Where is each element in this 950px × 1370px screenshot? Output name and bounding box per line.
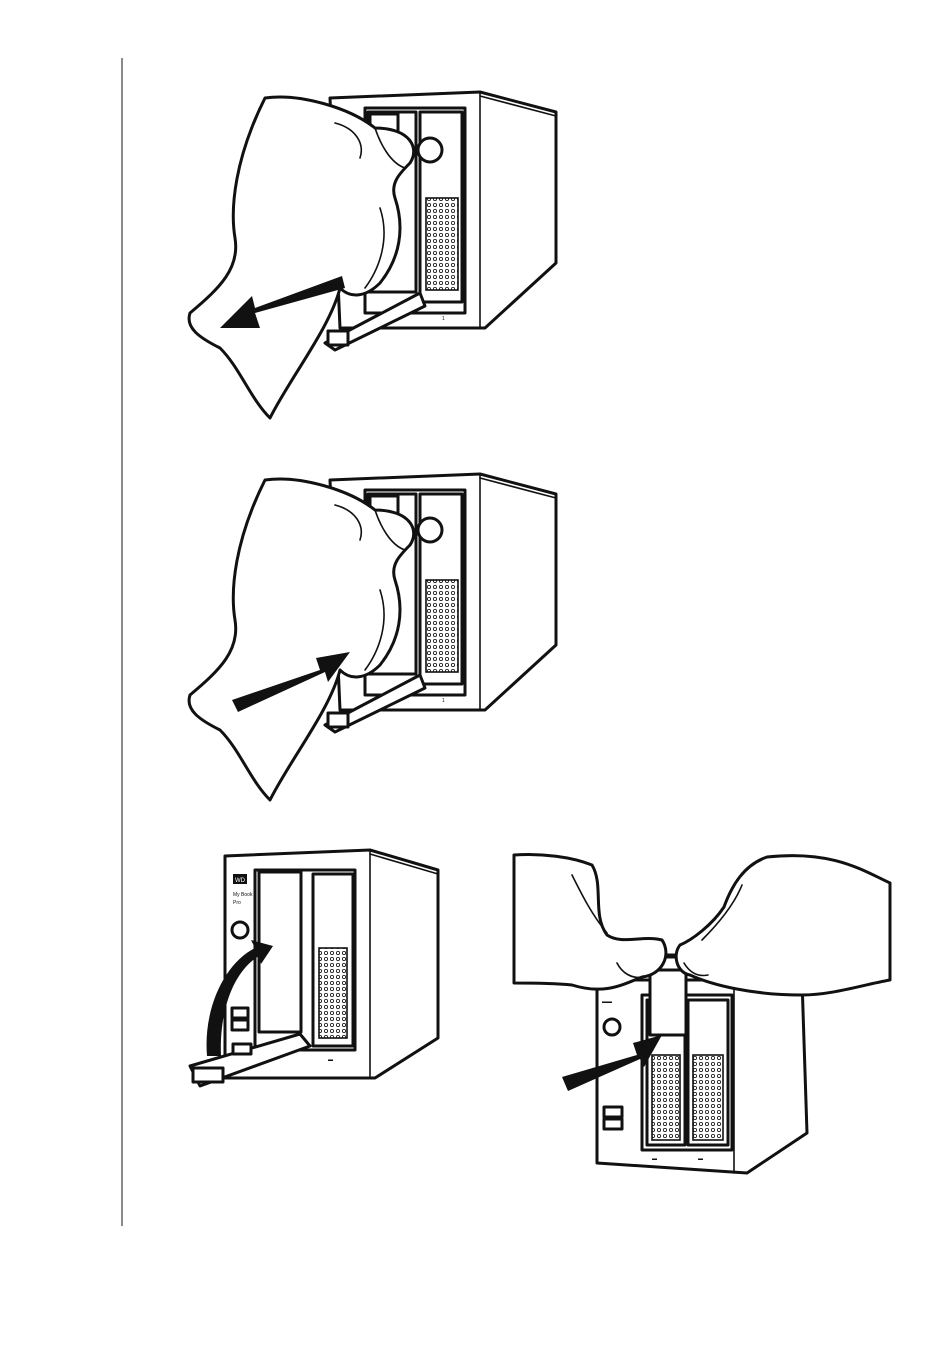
svg-text:▬▬: ▬▬ [438,309,448,315]
svg-text:▬: ▬ [652,1156,657,1162]
svg-text:▬: ▬ [328,1057,333,1063]
drive-enclosure-illustration: ▬▬ 1 [180,88,570,428]
figure-close-tray-handle: WD My Book Pro ▬ [185,848,445,1098]
drive-enclosure-front-illustration: WD My Book Pro ▬ [185,848,445,1098]
svg-text:1: 1 [442,316,445,322]
power-button-icon [604,1019,620,1035]
drive-enclosure-illustration: ▬▬ 1 [180,470,570,810]
drive-enclosure-two-hands-illustration: ▬ ▬ ▬▬ [512,845,892,1180]
brand-badge: WD [235,878,246,884]
figure-push-drive-tray: ▬▬ 1 [180,470,570,810]
svg-text:▬▬: ▬▬ [602,999,612,1005]
svg-text:1: 1 [442,698,445,704]
figure-pull-drive-tray: ▬▬ 1 [180,88,570,428]
figure-insert-drive-two-hands: ▬ ▬ ▬▬ [512,845,892,1180]
model-name-line1: My Book [233,892,253,898]
page-divider-line [121,58,123,1226]
svg-text:▬▬: ▬▬ [438,691,448,697]
svg-text:▬: ▬ [698,1156,703,1162]
power-button-icon [232,922,248,938]
model-name-line2: Pro [233,900,241,906]
